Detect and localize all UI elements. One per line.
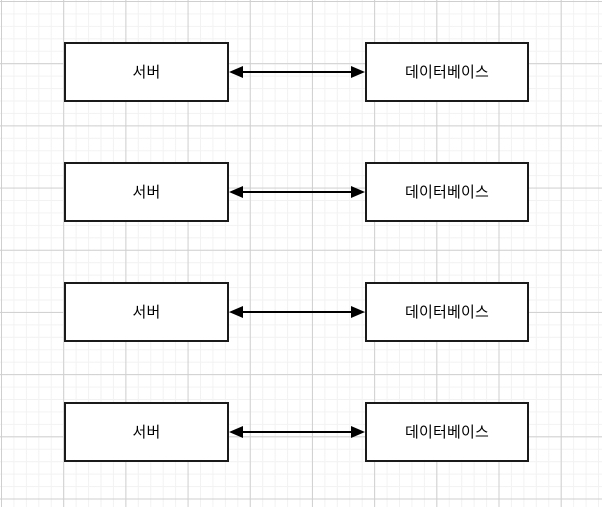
server-node-label: 서버 <box>132 183 161 201</box>
database-node-label: 데이터베이스 <box>404 63 489 81</box>
bidirectional-arrow-1[interactable] <box>229 42 365 102</box>
server-node[interactable]: 서버 <box>64 162 229 222</box>
server-node[interactable]: 서버 <box>64 42 229 102</box>
diagram-row: 서버 데이터베이스 <box>0 162 602 222</box>
diagram-row: 서버 데이터베이스 <box>0 42 602 102</box>
database-node[interactable]: 데이터베이스 <box>365 402 529 462</box>
server-node-label: 서버 <box>132 63 161 81</box>
server-node[interactable]: 서버 <box>64 402 229 462</box>
diagram-row: 서버 데이터베이스 <box>0 402 602 462</box>
database-node-label: 데이터베이스 <box>404 303 489 321</box>
database-node[interactable]: 데이터베이스 <box>365 162 529 222</box>
server-node[interactable]: 서버 <box>64 282 229 342</box>
database-node-label: 데이터베이스 <box>404 183 489 201</box>
database-node[interactable]: 데이터베이스 <box>365 282 529 342</box>
database-node-label: 데이터베이스 <box>404 423 489 441</box>
bidirectional-arrow-4[interactable] <box>229 402 365 462</box>
database-node[interactable]: 데이터베이스 <box>365 42 529 102</box>
server-node-label: 서버 <box>132 303 161 321</box>
bidirectional-arrow-2[interactable] <box>229 162 365 222</box>
server-node-label: 서버 <box>132 423 161 441</box>
bidirectional-arrow-3[interactable] <box>229 282 365 342</box>
diagram-row: 서버 데이터베이스 <box>0 282 602 342</box>
